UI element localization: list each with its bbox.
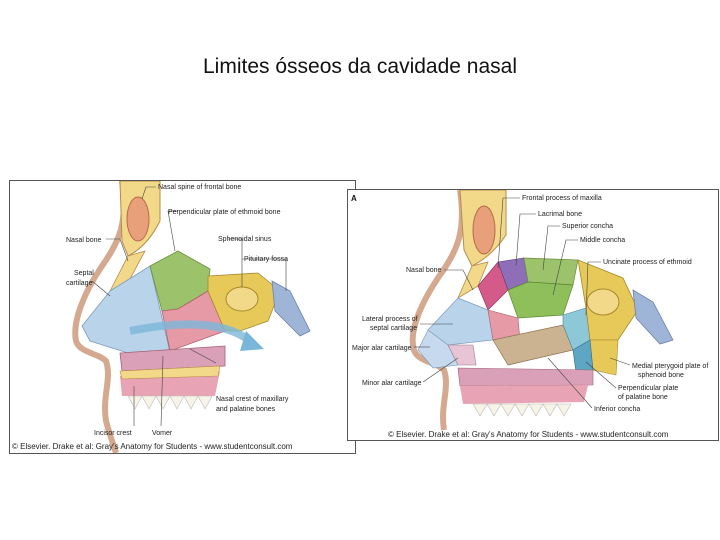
- palate-right: [457, 367, 594, 387]
- copyright-right: © Elsevier. Drake et al: Gray's Anatomy …: [388, 430, 669, 439]
- label-major-alar: Major alar cartilage: [352, 345, 412, 352]
- airflow-arrow: [129, 320, 253, 345]
- label-incisor-crest: Incisor crest: [94, 430, 132, 437]
- label-vomer: Vomer: [152, 430, 173, 437]
- airflow-arrow-head: [240, 331, 264, 351]
- label-nasal-spine: Nasal spine of frontal bone: [158, 184, 241, 191]
- lip-right: [460, 385, 588, 404]
- clivus-shape: [271, 280, 311, 337]
- panel-letter: A: [351, 194, 357, 203]
- label-sphenoidal-sinus: Sphenoidal sinus: [218, 236, 272, 243]
- septum-diagram-panel: Nasal spine of frontal bone Perpendicula…: [9, 180, 356, 454]
- label-medial-pterygoid-1: Medial pterygoid plate of: [632, 363, 708, 370]
- label-nasal-crest-1: Nasal crest of maxillary: [216, 396, 289, 403]
- teeth-row: [127, 395, 213, 410]
- label-superior-concha: Superior concha: [562, 223, 613, 230]
- clivus-right: [632, 289, 674, 345]
- sphenoidal-sinus-shape: [225, 286, 259, 312]
- slide-title: Limites ósseos da cavidade nasal: [202, 55, 517, 78]
- label-perp-palatine-1: Perpendicular plate: [618, 385, 678, 392]
- label-septal-1: Septal: [74, 270, 94, 277]
- medial-pterygoid-shape: [589, 339, 619, 376]
- lateral-wall-illustration: A: [351, 190, 708, 439]
- septum-illustration: Nasal spine of frontal bone Perpendicula…: [10, 181, 311, 453]
- copyright-left: © Elsevier. Drake et al: Gray's Anatomy …: [12, 442, 293, 451]
- teeth-right: [472, 403, 572, 417]
- label-nasal-bone: Nasal bone: [66, 237, 102, 244]
- label-middle-concha: Middle concha: [580, 237, 625, 244]
- label-minor-alar: Minor alar cartilage: [362, 380, 422, 387]
- label-pituitary-fossa: Pituitary fossa: [244, 256, 288, 263]
- label-perp-palatine-2: of palatine bone: [618, 394, 668, 401]
- middle-concha-shape: [507, 281, 574, 319]
- label-nasal-crest-2: and palatine bones: [216, 406, 276, 413]
- label-nasal-bone-right: Nasal bone: [406, 267, 442, 274]
- skin-outline-right: [409, 190, 465, 431]
- label-septal-2: cartilage: [66, 280, 93, 287]
- label-uncinate-process: Uncinate process of ethmoid: [603, 259, 692, 266]
- maxilla-shape: [119, 365, 221, 380]
- label-lateral-process-2: septal cartilage: [370, 325, 417, 332]
- sphenoid-sinus-right: [586, 288, 620, 316]
- palate-shape: [119, 345, 226, 372]
- label-frontal-process: Frontal process of maxilla: [522, 195, 602, 202]
- lateral-wall-diagram-panel: A: [347, 189, 719, 441]
- label-medial-pterygoid-2: sphenoid bone: [638, 372, 684, 379]
- frontal-sinus: [126, 196, 150, 242]
- superior-concha-shape: [523, 257, 579, 286]
- label-perpendicular-plate: Perpendicular plate of ethmoid bone: [168, 209, 281, 216]
- frontal-sinus-right: [472, 205, 496, 255]
- label-lacrimal-bone: Lacrimal bone: [538, 211, 582, 218]
- label-lateral-process-1: Lateral process of: [362, 316, 418, 323]
- lateral-cartilage-shape: [427, 297, 494, 346]
- minor-alar-shape: [447, 344, 477, 366]
- skin-outline: [72, 181, 127, 453]
- label-inferior-concha: Inferior concha: [594, 406, 640, 413]
